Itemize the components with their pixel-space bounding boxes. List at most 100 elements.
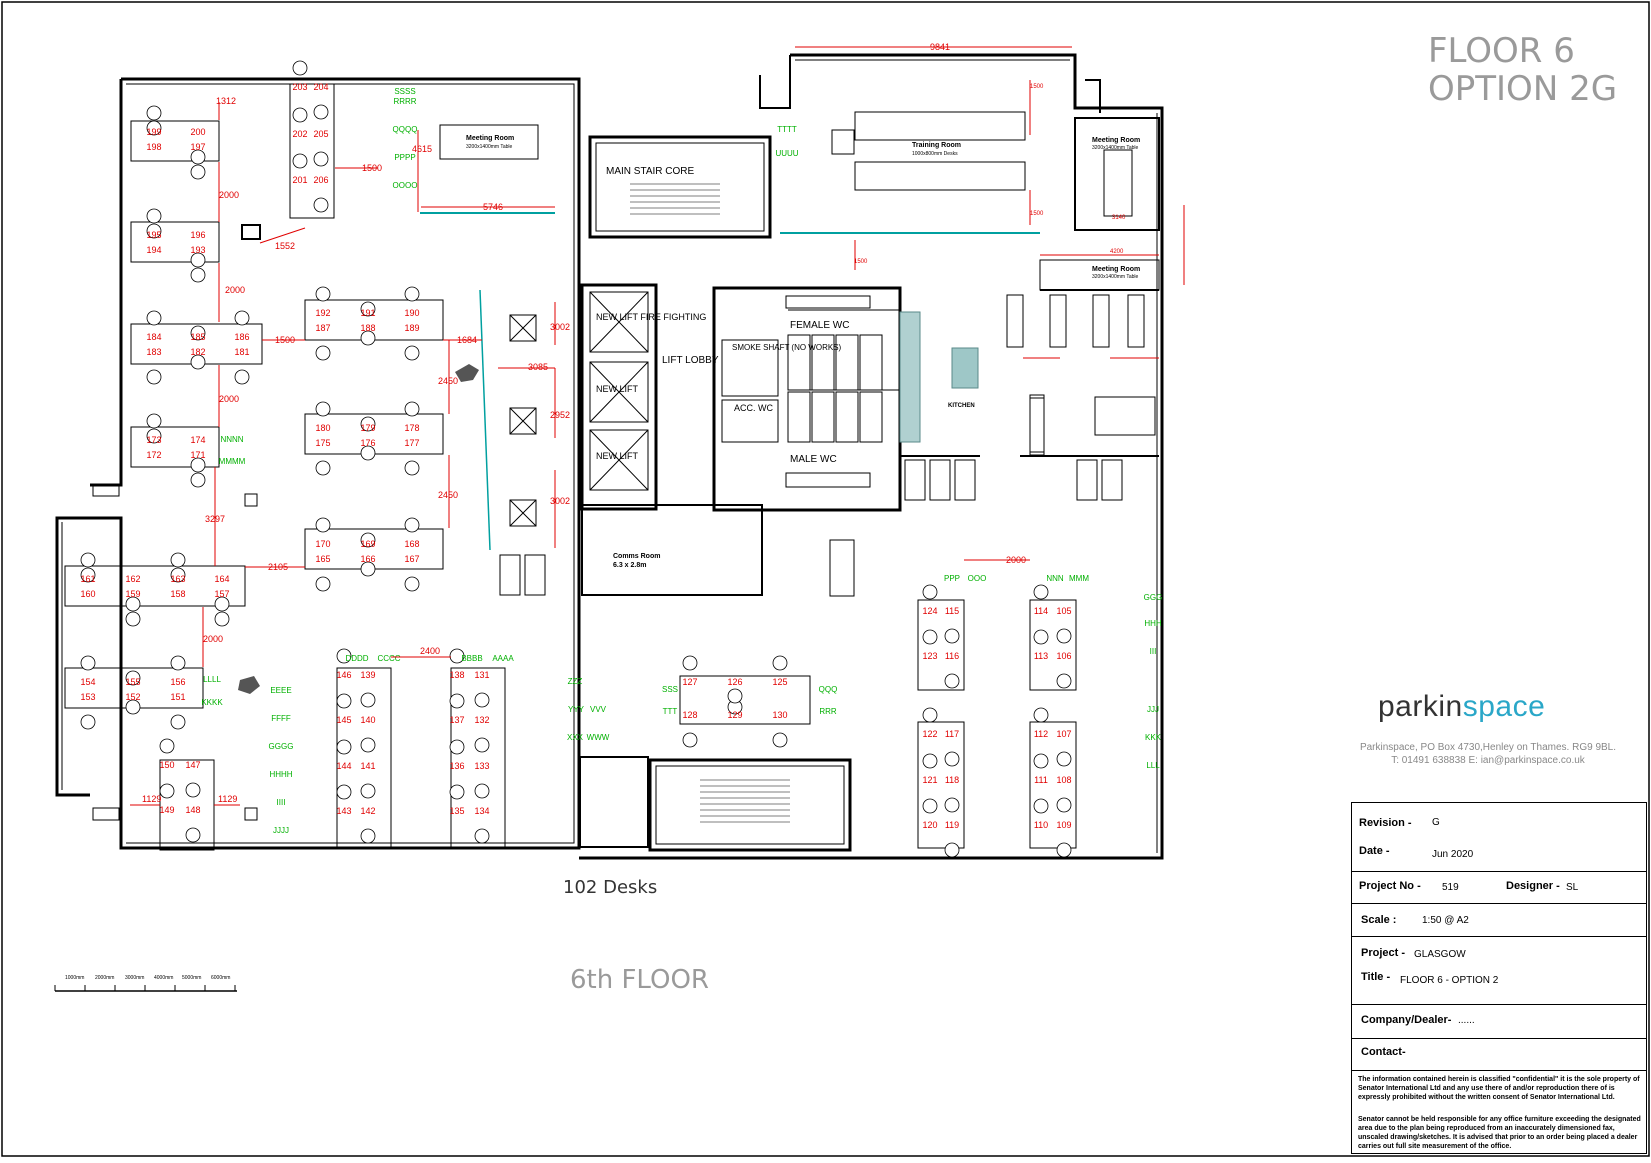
locker-label: OOOO <box>393 181 418 190</box>
label-male-wc: MALE WC <box>790 454 837 465</box>
chair-icon <box>125 611 141 627</box>
chair-icon <box>315 401 331 417</box>
chair-icon <box>1033 584 1049 600</box>
desk-number: 184 <box>146 332 161 342</box>
locker-label: LLL <box>1146 761 1160 770</box>
chair-icon <box>214 596 230 612</box>
desk-number: 137 <box>449 715 464 725</box>
meeting-table-east <box>1103 149 1133 217</box>
chair-icon <box>190 164 206 180</box>
chair-icon <box>170 714 186 730</box>
locker-label: TTTT <box>777 125 797 134</box>
chair-icon <box>159 783 175 799</box>
desk-number: 203 <box>292 82 307 92</box>
chair-icon <box>682 732 698 748</box>
dim-2952: 2952 <box>550 410 570 420</box>
svg-text:6000mm: 6000mm <box>211 975 230 981</box>
chair-icon <box>449 739 465 755</box>
chair-icon <box>772 655 788 671</box>
date-label: Date - <box>1359 845 1390 857</box>
desk-number: 196 <box>190 230 205 240</box>
locker-label: FFFF <box>271 714 291 723</box>
chair-icon <box>336 693 352 709</box>
desk-number: 121 <box>922 775 937 785</box>
dim-2450: 2450 <box>438 376 458 386</box>
chair-icon <box>190 457 206 473</box>
desk-number: 200 <box>190 127 205 137</box>
title-block: Revision - G Date - Jun 2020 Project No … <box>1351 802 1647 1154</box>
desk-number: 174 <box>190 435 205 445</box>
disclaimer-confidential: The information contained herein is clas… <box>1358 1076 1640 1101</box>
revision-label: Revision - <box>1359 817 1412 829</box>
title-value: FLOOR 6 - OPTION 2 <box>1400 975 1499 986</box>
desk-number: 125 <box>772 677 787 687</box>
label-new-lift: NEW LIFT <box>596 384 639 394</box>
chair-icon <box>404 460 420 476</box>
desk-number: 163 <box>170 574 185 584</box>
desk-number: 136 <box>449 761 464 771</box>
chair-icon <box>360 532 376 548</box>
locker-label: IIII <box>277 798 286 807</box>
desk-number: 146 <box>336 670 351 680</box>
desk-number: 113 <box>1034 651 1048 661</box>
dim-2000: 2000 <box>203 634 223 644</box>
chair-icon <box>922 753 938 769</box>
desk-number: 111 <box>1034 775 1048 785</box>
project-label: Project - <box>1361 947 1406 959</box>
desk-number: 160 <box>80 589 95 599</box>
contact-line: T: 01491 638838 E: ian@parkinspace.co.uk <box>1391 755 1585 766</box>
chair-icon <box>360 416 376 432</box>
sheet-title: FLOOR 6 OPTION 2G <box>1428 32 1617 108</box>
locker-label: XXX <box>567 733 584 742</box>
label-female-wc: FEMALE WC <box>790 320 849 331</box>
locker-label: GGGG <box>269 742 294 751</box>
locker-label: EEEE <box>270 686 291 695</box>
desk-number: 198 <box>146 142 161 152</box>
chair-icon <box>474 692 490 708</box>
desk-number: 177 <box>404 438 419 448</box>
locker-label: HHH <box>1144 619 1162 628</box>
desk-number: 131 <box>474 670 489 680</box>
chair-icon <box>404 576 420 592</box>
desk-number: 194 <box>146 245 161 255</box>
desk-number: 179 <box>360 423 375 433</box>
svg-text:2000mm: 2000mm <box>95 975 114 981</box>
dim-5746: 5746 <box>483 202 503 212</box>
label-smoke-shaft: SMOKE SHAFT (NO WORKS) <box>732 343 842 352</box>
desk-number: 147 <box>185 760 200 770</box>
chair-icon <box>360 692 376 708</box>
desk-number: 110 <box>1034 820 1048 830</box>
desk-number: 159 <box>125 589 140 599</box>
label-new-lift: NEW LIFT <box>596 451 639 461</box>
chair-icon <box>336 648 352 664</box>
stair-treads <box>630 183 790 823</box>
chair-icon <box>315 517 331 533</box>
company-label: Company/Dealer- <box>1361 1014 1452 1026</box>
desk-number: 108 <box>1056 775 1071 785</box>
locker-label: AAAA <box>492 654 514 663</box>
dim-2000: 2000 <box>219 190 239 200</box>
date-value: Jun 2020 <box>1432 849 1474 860</box>
locker-label: VVV <box>590 705 607 714</box>
locker-label: MMM <box>1069 574 1089 583</box>
locker-label: ZZZ <box>568 677 583 686</box>
label-main-stair-core: MAIN STAIR CORE <box>606 166 694 177</box>
dim-1684: 1684 <box>457 335 477 345</box>
locker-label: LLLL <box>203 675 221 684</box>
desk-number: 109 <box>1056 820 1071 830</box>
desk-number: 197 <box>190 142 205 152</box>
revision-value: G <box>1432 817 1440 828</box>
floor-label: 6th FLOOR <box>570 965 709 995</box>
dim-1500: 1500 <box>362 163 382 173</box>
chair-icon <box>944 797 960 813</box>
chair-icon <box>360 783 376 799</box>
desk-number: 185 <box>190 332 205 342</box>
desk-number: 157 <box>214 589 229 599</box>
locker-label: PPP <box>944 574 960 583</box>
chair-icon <box>404 401 420 417</box>
label-meeting-room: Meeting Room <box>1092 137 1140 144</box>
desk-number: 122 <box>922 729 937 739</box>
desk-number: 123 <box>922 651 937 661</box>
